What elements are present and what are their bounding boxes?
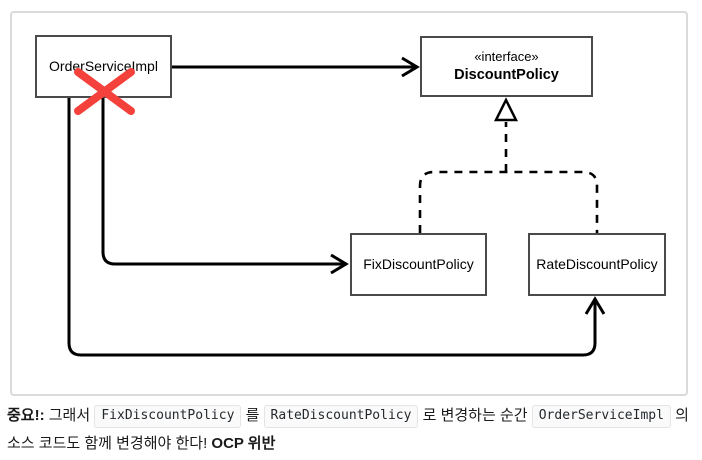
code-rate-discount-policy: RateDiscountPolicy (263, 405, 419, 428)
node-discount-policy-interface: «interface» DiscountPolicy (420, 36, 593, 97)
stereotype-label: «interface» (474, 48, 539, 64)
node-fix-discount-policy: FixDiscountPolicy (350, 233, 487, 296)
ocp-violation-label: OCP 위반 (211, 435, 276, 452)
node-label: DiscountPolicy (454, 66, 559, 83)
caption-line1: 중요!: 그래서 FixDiscountPolicy 를 RateDiscoun… (7, 402, 699, 430)
node-order-service-impl: OrderServiceImpl (35, 35, 172, 98)
caption-text: 그래서 (44, 407, 95, 424)
caption-text: 로 변경하는 순간 (418, 407, 532, 424)
caption-line2: 소스 코드도 함께 변경해야 한다! OCP 위반 (7, 430, 699, 458)
node-label: RateDiscountPolicy (536, 256, 658, 273)
caption-text: 소스 코드도 함께 변경해야 한다! (7, 435, 212, 452)
node-label: FixDiscountPolicy (363, 256, 474, 273)
code-order-service-impl: OrderServiceImpl (531, 405, 671, 428)
node-rate-discount-policy: RateDiscountPolicy (528, 233, 666, 296)
caption-text: 의 (670, 407, 689, 424)
caption-text: 를 (241, 407, 264, 424)
caption: 중요!: 그래서 FixDiscountPolicy 를 RateDiscoun… (7, 402, 699, 458)
code-fix-discount-policy: FixDiscountPolicy (94, 405, 242, 428)
node-label: OrderServiceImpl (49, 58, 158, 75)
important-label: 중요!: (7, 407, 45, 424)
